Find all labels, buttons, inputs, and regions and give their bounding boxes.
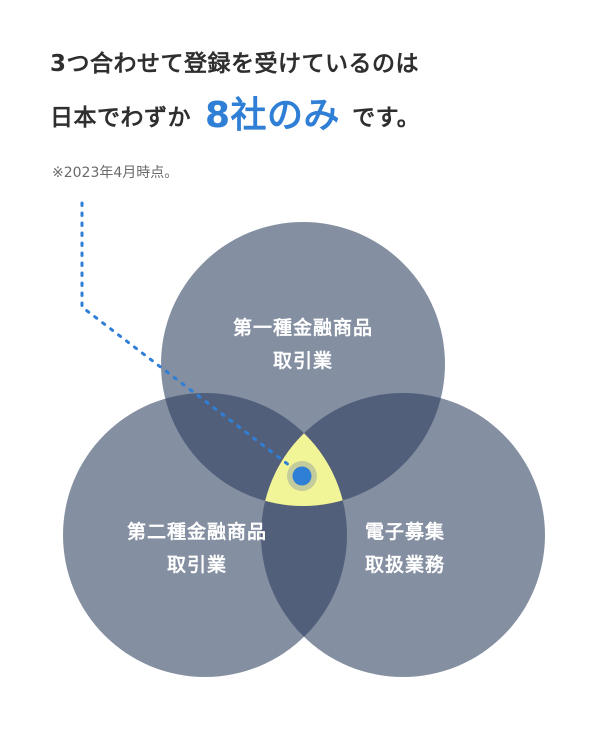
headline-suffix: です。: [352, 105, 421, 131]
label-left-line2: 取引業: [166, 554, 227, 576]
date-note: ※2023年4月時点。: [52, 165, 179, 181]
leader-line: [80, 201, 300, 474]
label-top-line1: 第一種金融商品: [232, 317, 373, 339]
headline-prefix: 日本でわずか: [50, 105, 191, 131]
label-right: 電子募集 取扱業務: [350, 516, 460, 582]
label-left: 第二種金融商品 取引業: [97, 516, 297, 582]
label-left-line1: 第二種金融商品: [126, 521, 267, 543]
headline-line-1: 3つ合わせて登録を受けているのは: [50, 51, 420, 77]
label-right-line1: 電子募集: [364, 521, 445, 543]
marker-dot: [292, 466, 312, 486]
label-top: 第一種金融商品 取引業: [203, 312, 403, 378]
highlight-count: 8社のみ: [201, 96, 345, 136]
label-top-line2: 取引業: [272, 350, 333, 372]
label-right-line2: 取扱業務: [364, 554, 445, 576]
headline-line-2: 日本でわずか 8社のみ です。: [50, 96, 420, 136]
